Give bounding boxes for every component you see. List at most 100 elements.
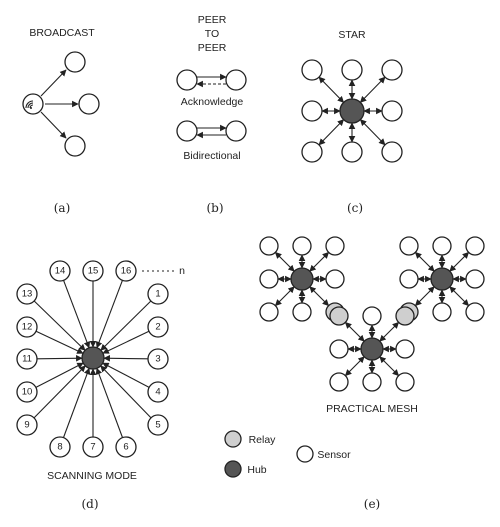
caption-a: (a) [54,201,71,215]
link-arrow [35,330,84,354]
scan-node-label: 4 [155,387,160,398]
sensor-node [395,372,415,392]
sensor-node [465,236,485,256]
hub-node [81,346,105,370]
panel-b-peer-to-peer: PEER TO PEER Acknowledge Bidirectional (… [176,14,247,215]
sensor-node [395,339,415,359]
sensor-node [381,59,403,81]
legend-sensor-swatch [296,445,314,463]
scan-node [16,348,38,370]
link-arrow [102,362,150,388]
link-arrow [309,251,330,272]
broadcast-arrow [40,69,67,97]
link-arrow [102,330,150,354]
practical-mesh-title: PRACTICAL MESH [326,403,418,415]
scan-node-label: 2 [155,322,160,333]
legend-relay-swatch [224,430,242,448]
sensor-node [432,236,452,256]
link-arrow [309,286,330,307]
hub-node [339,98,365,124]
scan-node [82,260,104,282]
legend-hub-swatch [224,460,242,478]
link-arrow [274,286,295,307]
sensor-node [329,339,349,359]
sensor-node [259,302,279,322]
scan-node-label: 6 [123,442,128,453]
link-arrow [449,251,470,272]
link-arrow [35,362,84,388]
peer-title-line3: PEER [198,42,227,54]
sensor-node [341,141,363,163]
legend-relay-label: Relay [249,434,277,446]
relay-node [395,306,415,326]
sensor-node [292,236,312,256]
sensor-node [301,141,323,163]
peer-title-line1: PEER [198,14,227,26]
scan-node [115,260,137,282]
scan-node [16,316,38,338]
sensor-node [362,372,382,392]
link-arrow [379,356,400,377]
scan-node [115,436,137,458]
sensor-node [301,100,323,122]
link-arrow [344,321,365,342]
scan-node [16,414,38,436]
scan-node [49,260,71,282]
peer-node [225,120,247,142]
scan-node [147,283,169,305]
sensor-node [381,141,403,163]
caption-e: (e) [364,497,380,511]
sensor-node [432,302,452,322]
peer-node [225,69,247,91]
scan-node-label: 3 [155,354,160,365]
link-arrow [379,321,400,342]
scan-node-label: 1 [155,289,160,300]
link-arrow [63,280,91,349]
link-arrow [318,76,345,103]
acknowledge-label: Acknowledge [181,96,244,108]
link-arrow [95,367,124,438]
broadcast-title: BROADCAST [29,27,95,39]
link-arrow [359,119,386,146]
sensor-node [325,269,345,289]
peer-node [176,120,198,142]
scan-node [49,436,71,458]
sensor-node [465,302,485,322]
relay-node [329,306,349,326]
scan-node-label: 16 [121,266,132,277]
panel-a-broadcast: BROADCAST (a) [22,27,100,215]
signal-icon [25,100,34,109]
link-arrow [33,365,86,419]
scan-node [147,348,169,370]
sensor-node [362,306,382,326]
sensor-node [259,269,279,289]
sensor-node [329,372,349,392]
link-arrow [36,354,83,362]
scan-node-label: 10 [22,387,33,398]
link-arrow [344,356,365,377]
scanning-mode-title: SCANNING MODE [47,470,137,482]
link-arrow [414,286,435,307]
scan-node-label: 8 [57,442,62,453]
link-arrow [62,367,91,438]
link-arrow [359,76,386,103]
sensor-node [341,59,363,81]
link-arrow [100,300,152,351]
hub-node [360,337,384,361]
link-arrow [414,251,435,272]
receiver-node [78,93,100,115]
sensor-node [399,236,419,256]
broadcast-arrow [40,111,67,139]
star-title: STAR [338,29,366,41]
scan-node-label: 14 [55,266,66,277]
scan-node-label: 13 [22,289,33,300]
panel-e-practical-mesh: PRACTICAL MESH Relay Hub Sensor (e) [224,236,485,511]
caption-b: (b) [206,201,223,215]
scan-node [16,381,38,403]
receiver-node [64,51,86,73]
link-arrow [33,300,86,351]
link-arrow [103,354,149,362]
receiver-node [64,135,86,157]
